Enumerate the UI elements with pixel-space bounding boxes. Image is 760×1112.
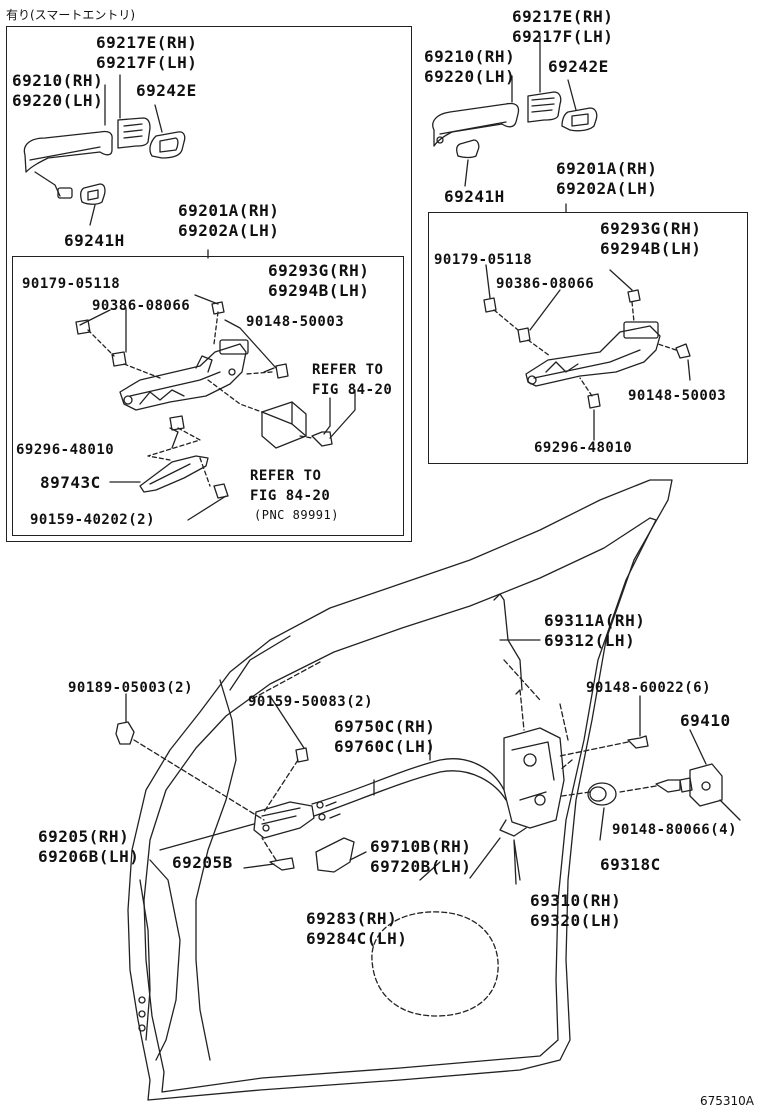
label-69294b-left: 69294B(LH) xyxy=(268,281,370,300)
figure-id: 675310A xyxy=(700,1094,755,1108)
cover-89743-left xyxy=(139,455,209,493)
label-69205b: 69205B xyxy=(172,853,233,872)
inside-handle xyxy=(253,801,315,839)
cables xyxy=(311,758,507,821)
handle-frame-left xyxy=(119,339,249,411)
label-69312: 69312(LH) xyxy=(544,631,636,650)
striker-69410 xyxy=(679,763,723,807)
label-69210-lh-right: 69220(LH) xyxy=(424,67,516,86)
outside-handle-left xyxy=(23,130,113,199)
label-69217-lh: 69217F(LH) xyxy=(96,53,198,72)
label-90148-60022: 90148-60022(6) xyxy=(586,680,712,696)
handle-frame-right xyxy=(525,321,661,387)
label-69242e-left: 69242E xyxy=(136,81,197,100)
label-69210-rh: 69210(RH) xyxy=(12,71,104,90)
label-69320: 69320(LH) xyxy=(530,911,622,930)
label-90148-80066: 90148-80066(4) xyxy=(612,822,738,838)
label-90386-left: 90386-08066 xyxy=(92,298,191,314)
door-pocket xyxy=(138,859,181,1061)
refer-pnc-left: (PNC 89991) xyxy=(254,508,339,522)
label-90148-50003-right: 90148-50003 xyxy=(628,388,727,404)
label-69283: 69283(RH) xyxy=(306,909,398,928)
door-lock xyxy=(499,727,565,837)
label-69318c: 69318C xyxy=(600,855,661,874)
label-69710b: 69710B(RH) xyxy=(370,837,472,856)
handle-cap-left xyxy=(117,117,151,149)
label-69205-rh: 69205(RH) xyxy=(38,827,130,846)
label-69311a: 69311A(RH) xyxy=(544,611,646,630)
handle-cap-right xyxy=(527,91,562,123)
label-90179-left: 90179-05118 xyxy=(22,276,121,292)
refer-to-left-1: REFER TO xyxy=(312,362,384,378)
refer-to-left-2: REFER TO xyxy=(250,468,322,484)
inset-frame-left xyxy=(6,26,412,542)
label-69241h-right: 69241H xyxy=(444,187,505,206)
grommet-69318 xyxy=(587,782,617,806)
label-69242e-right: 69242E xyxy=(548,57,609,76)
label-90179-right: 90179-05118 xyxy=(434,252,533,268)
label-69201a-left: 69201A(RH) xyxy=(178,201,280,220)
label-69201a-right: 69201A(RH) xyxy=(556,159,658,178)
label-90189: 90189-05003(2) xyxy=(68,680,194,696)
label-90148-50003-left: 90148-50003 xyxy=(246,314,345,330)
gasket-69242-right xyxy=(561,107,598,132)
refer-fig-left-1: FIG 84-20 xyxy=(312,382,393,398)
label-69293g-right: 69293G(RH) xyxy=(600,219,702,238)
gasket-69241-left xyxy=(80,183,106,205)
label-69241h-left: 69241H xyxy=(64,231,125,250)
label-69410: 69410 xyxy=(680,711,731,730)
label-69760c: 69760C(LH) xyxy=(334,737,436,756)
label-90159-50083: 90159-50083(2) xyxy=(248,694,374,710)
gasket-69242-left xyxy=(149,131,186,159)
label-69202a-right: 69202A(LH) xyxy=(556,179,658,198)
label-69296-left: 69296-48010 xyxy=(16,442,115,458)
label-90159-40202: 90159-40202(2) xyxy=(30,512,156,528)
screws-right xyxy=(483,289,691,409)
label-69202a-left: 69202A(LH) xyxy=(178,221,280,240)
inset-subframe-left xyxy=(12,256,404,536)
refer-fig-left-2: FIG 84-20 xyxy=(250,488,331,504)
label-69210-lh: 69220(LH) xyxy=(12,91,104,110)
label-69217-rh: 69217E(RH) xyxy=(96,33,198,52)
outside-handle-right xyxy=(432,102,520,147)
door-outline xyxy=(127,479,673,1101)
door-screws xyxy=(115,721,681,871)
screws-left xyxy=(75,301,333,499)
label-69284c: 69284C(LH) xyxy=(306,929,408,948)
switch-module-left xyxy=(261,401,307,449)
label-69294b-right: 69294B(LH) xyxy=(600,239,702,258)
label-69210-rh-right: 69210(RH) xyxy=(424,47,516,66)
label-69296-right: 69296-48010 xyxy=(534,440,633,456)
label-69217-lh-right: 69217F(LH) xyxy=(512,27,614,46)
gasket-69241-right xyxy=(456,139,480,159)
door-speaker-opening xyxy=(371,911,499,1017)
label-89743c: 89743C xyxy=(40,473,101,492)
label-69310: 69310(RH) xyxy=(530,891,622,910)
label-69217-rh-right: 69217E(RH) xyxy=(512,7,614,26)
label-69750c: 69750C(RH) xyxy=(334,717,436,736)
label-69293g-left: 69293G(RH) xyxy=(268,261,370,280)
lock-rod xyxy=(493,593,523,695)
variant-note: 有り(スマートエントリ) xyxy=(6,8,136,22)
label-69720b: 69720B(LH) xyxy=(370,857,472,876)
label-69206b: 69206B(LH) xyxy=(38,847,140,866)
trim-cover-69283 xyxy=(315,837,355,873)
label-90386-right: 90386-08066 xyxy=(496,276,595,292)
inset-frame-right xyxy=(428,212,748,464)
